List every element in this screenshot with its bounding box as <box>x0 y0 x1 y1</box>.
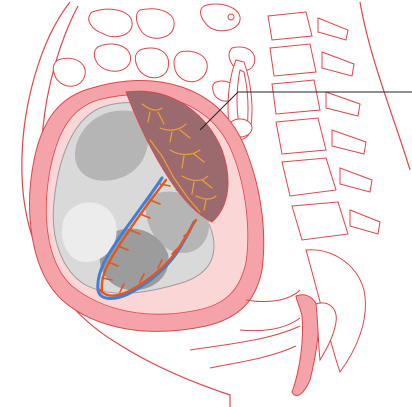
back-outline <box>360 2 410 170</box>
cervix <box>292 295 336 396</box>
